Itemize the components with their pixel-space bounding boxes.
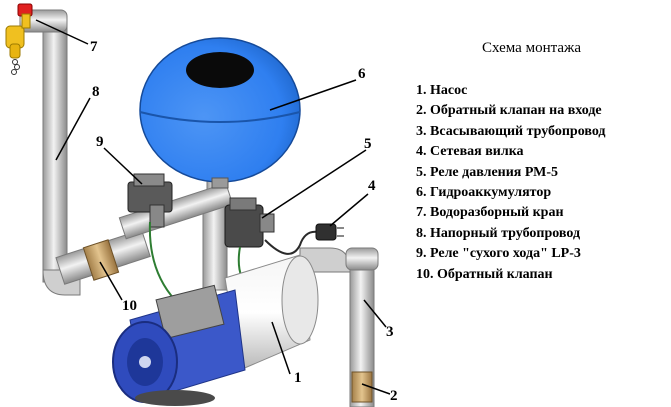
callout-5: 5: [364, 136, 372, 152]
legend-item: 10. Обратный клапан: [416, 266, 553, 282]
hydro-accumulator: [139, 37, 301, 189]
water-tap: [5, 3, 33, 75]
check-valve: [82, 239, 120, 281]
legend-item: 6. Гидроаккумулятор: [416, 185, 552, 201]
callout-3: 3: [386, 324, 394, 340]
legend-item: 2. Обратный клапан на входе: [416, 103, 602, 119]
leader-lines: [35, 19, 391, 395]
legend-item: 1. Насос: [416, 83, 468, 98]
power-cord: [264, 230, 319, 255]
legend-item: 8. Напорный трубопровод: [416, 225, 581, 241]
suction-pipe-top-cap: [345, 247, 379, 271]
legend-item: 9. Реле "сухого хода" LP-3: [416, 246, 581, 262]
terminal-box: [155, 284, 225, 340]
callout-8: 8: [92, 84, 100, 100]
legend-list: 1. Насос 2. Обратный клапан на входе 3. …: [416, 81, 668, 285]
cross-pipe: [118, 182, 234, 240]
pressure-pipe-vertical: [42, 21, 68, 283]
callout-10: 10: [122, 298, 137, 314]
power-plug: [315, 223, 344, 241]
pressure-relay: [224, 197, 275, 248]
dry-run-relay: [127, 173, 173, 228]
callout-2: 2: [390, 388, 398, 404]
legend-title: Схема монтажа: [482, 40, 582, 56]
legend-item: 7. Водоразборный кран: [416, 205, 564, 221]
dry-run-cable: [148, 221, 176, 301]
pump: [112, 254, 319, 406]
callout-9: 9: [96, 134, 104, 150]
legend-item: 3. Всасывающий трубопровод: [416, 123, 606, 139]
callout-1: 1: [294, 370, 302, 386]
callout-4: 4: [368, 178, 376, 194]
legend: Схема монтажа 1. Насос 2. Обратный клапа…: [416, 40, 668, 285]
callout-6: 6: [358, 66, 366, 82]
callout-7: 7: [90, 39, 98, 55]
legend-item: 4. Сетевая вилка: [416, 144, 524, 160]
legend-item: 5. Реле давления РМ-5: [416, 164, 559, 180]
